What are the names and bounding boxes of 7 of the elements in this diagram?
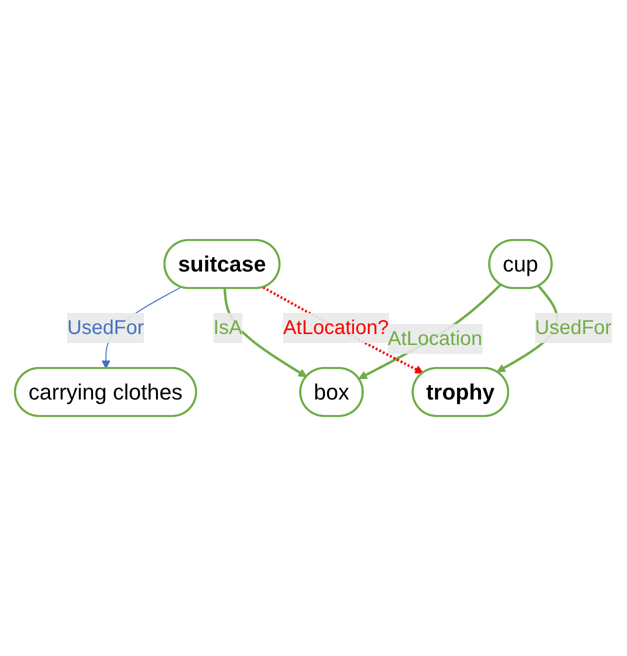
edge-label: AtLocation?: [283, 316, 389, 339]
arrow: [358, 284, 502, 380]
edge-label: IsA: [214, 316, 242, 339]
edge-label: UsedFor: [67, 316, 144, 339]
edge-label: AtLocation: [388, 328, 482, 350]
arrow: [262, 286, 424, 374]
edge-label: UsedFor: [535, 316, 612, 339]
